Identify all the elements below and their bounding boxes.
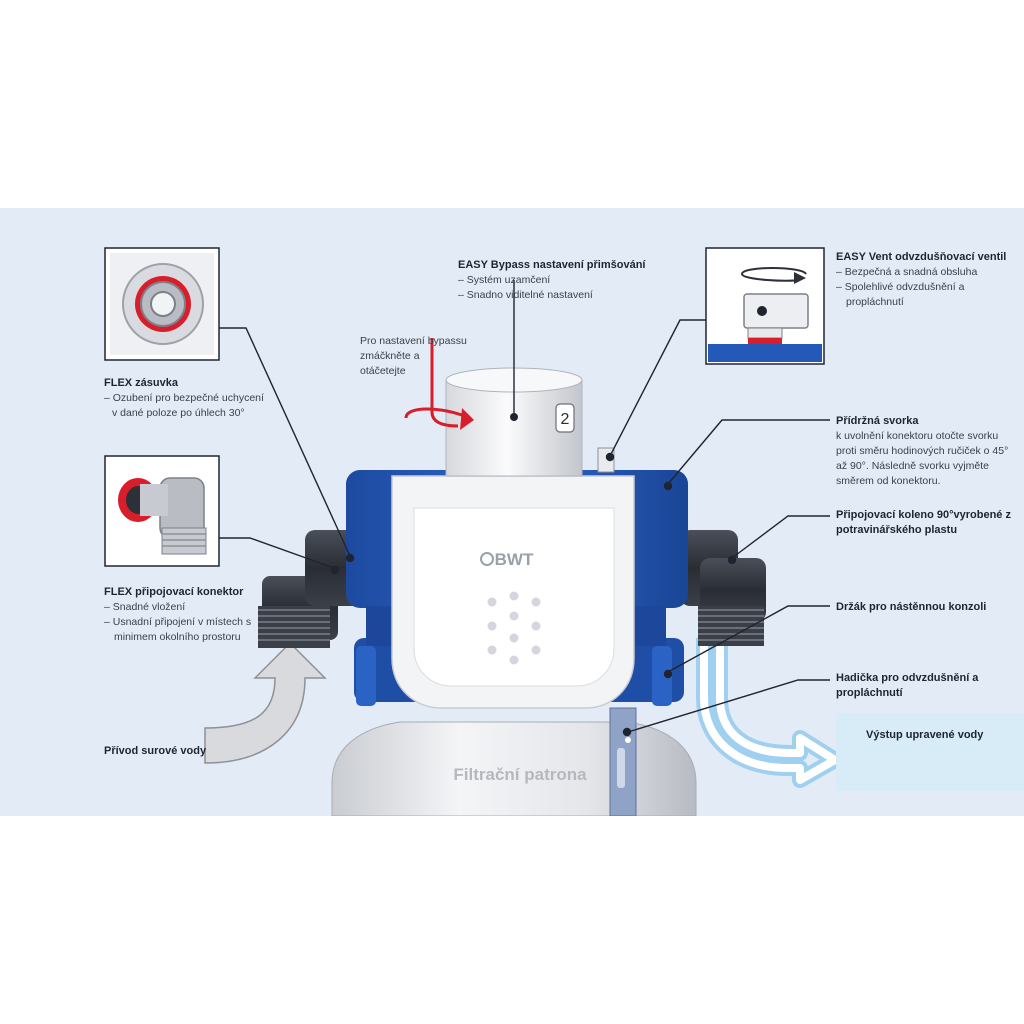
clamp-line-1: k uvolnění konektoru otočte svorku	[836, 430, 999, 442]
inset-vent-valve	[705, 247, 825, 365]
callout-bracket: Držák pro nástěnnou konzoli	[836, 600, 1022, 615]
callout-vent: EASY Vent odvzdušňovací ventil – Bezpečn…	[836, 250, 1021, 310]
raw-water-title: Přívod surové vody	[104, 745, 207, 757]
inset-flex-socket	[104, 247, 220, 361]
flex-connector-line-2: – Usnadní připojení v místech s	[104, 616, 252, 628]
callout-flex-connector: FLEX připojovací konektor – Snadné vlože…	[104, 585, 284, 645]
flex-socket-line-1: – Ozubení pro bezpečné uchycení	[104, 392, 264, 404]
clamp-line-3: až 90°. Následně svorku vyjměte	[836, 460, 990, 472]
vent-line-1: – Bezpečná a snadná obsluha	[836, 266, 978, 278]
inset-flex-connector	[104, 455, 220, 567]
bracket-title: Držák pro nástěnnou konzoli	[836, 601, 987, 613]
callout-bypass-hint: Pro nastavení bypassu zmáčkněte a otáčet…	[360, 334, 470, 379]
vent-title: EASY Vent odvzdušňovací ventil	[836, 251, 1007, 263]
clamp-line-4: směrem od konektoru.	[836, 475, 941, 487]
callout-raw-water: Přívod surové vody	[104, 744, 254, 759]
elbow-line-1: Připojovací koleno 90°vyrobené z	[836, 509, 1011, 521]
diagram-panel: Filtrační patrona BWT	[0, 208, 1024, 816]
flex-socket-line-2: v dané poloze po úhlech 30°	[112, 407, 245, 419]
indicator-dots	[487, 591, 541, 665]
clamp-line-2: proti směru hodinových ručiček o 45°	[836, 445, 1009, 457]
flex-connector-line-3: minimem okolního prostoru	[114, 631, 241, 643]
rotate-arrow-red	[430, 338, 459, 428]
bwt-logo: BWT	[495, 550, 534, 569]
hose-line-1: Hadička pro odvzdušnění a	[836, 672, 979, 684]
bypass-line-1: – Systém uzamčení	[458, 274, 551, 286]
leader-lines	[219, 280, 830, 737]
filter-diagram: Filtrační patrona BWT	[104, 247, 1024, 816]
bypass-hint-line-2: zmáčkněte a	[360, 350, 420, 362]
vent-line-3: propláchnutí	[846, 296, 904, 308]
callout-clamp: Přídržná svorka k uvolnění konektoru oto…	[836, 414, 1022, 489]
clamp-title: Přídržná svorka	[836, 415, 919, 427]
filter-head	[346, 470, 688, 709]
callout-elbow: Připojovací koleno 90°vyrobené z potravi…	[836, 508, 1022, 538]
flex-connector-title: FLEX připojovací konektor	[104, 586, 244, 598]
bypass-hint-line-1: Pro nastavení bypassu	[360, 335, 467, 347]
bypass-title: EASY Bypass nastavení přimšování	[458, 259, 646, 271]
callout-flex-socket: FLEX zásuvka – Ozubení pro bezpečné uchy…	[104, 376, 284, 421]
callout-outlet: Výstup upravené vody	[866, 728, 1016, 743]
callout-bypass: EASY Bypass nastavení přimšování – Systé…	[458, 258, 658, 303]
flex-connector-line-1: – Snadné vložení	[104, 601, 186, 613]
bypass-line-2: – Snadno viditelné nastavení	[458, 289, 593, 301]
hose-line-2: propláchnutí	[836, 687, 903, 699]
bypass-hint-line-3: otáčetejte	[360, 365, 406, 377]
elbow-line-2: potravinářského plastu	[836, 524, 958, 536]
right-elbow-connector	[680, 530, 766, 646]
flex-socket-title: FLEX zásuvka	[104, 377, 178, 389]
raw-water-arrow	[204, 641, 327, 764]
callout-hose: Hadička pro odvzdušnění a propláchnutí	[836, 671, 1022, 701]
vent-line-2: – Spolehlivé odvzdušnění a	[836, 281, 965, 293]
outlet-title: Výstup upravené vody	[866, 729, 984, 741]
cartridge-label: Filtrační patrona	[453, 765, 587, 784]
dial-number: 2	[561, 411, 570, 428]
outlet-box	[836, 713, 1024, 791]
bwt-logo-mark	[480, 552, 494, 566]
